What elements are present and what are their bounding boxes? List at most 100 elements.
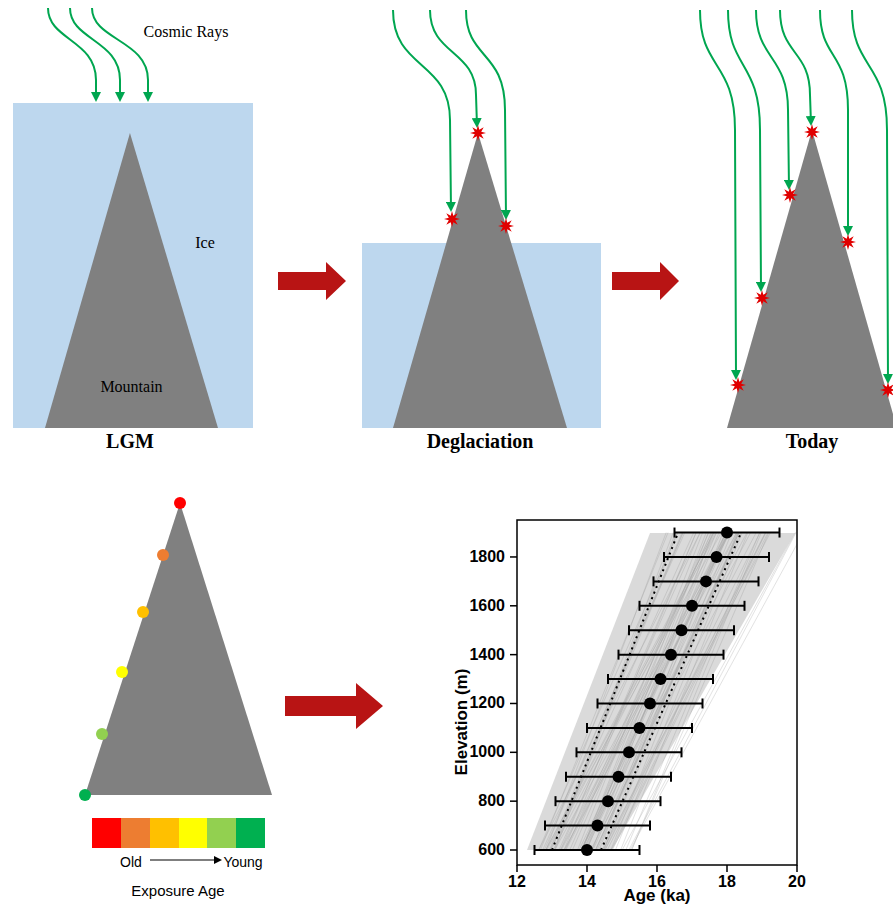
error-cap xyxy=(597,698,599,708)
ensemble-line xyxy=(550,533,713,850)
error-cap xyxy=(586,723,588,733)
ensemble-line xyxy=(599,533,723,850)
error-cap xyxy=(639,845,641,855)
ensemble-line xyxy=(581,533,728,850)
star xyxy=(730,377,746,393)
cosmic-ray-arrows xyxy=(700,10,888,382)
label: 12 xyxy=(508,873,526,891)
error-cap xyxy=(681,747,683,757)
ensemble-line xyxy=(603,533,771,850)
y-tick xyxy=(510,800,517,802)
error-cap xyxy=(768,552,770,562)
label: 1200 xyxy=(469,694,505,712)
mountain xyxy=(393,133,567,428)
chart-ensemble xyxy=(527,527,797,856)
error-cap xyxy=(639,601,641,611)
ensemble-line xyxy=(543,533,685,850)
ensemble-line xyxy=(582,533,714,850)
mountain xyxy=(727,130,893,428)
ensemble-line xyxy=(583,533,751,850)
label: Today xyxy=(786,430,839,453)
label: 18 xyxy=(718,873,736,891)
error-cap xyxy=(674,528,676,538)
data-point xyxy=(581,844,593,856)
ensemble-line xyxy=(565,533,711,850)
axis-ticks xyxy=(510,557,797,872)
label: 600 xyxy=(478,841,505,859)
ensemble-line xyxy=(607,533,765,850)
ensemble-line xyxy=(586,533,736,850)
y-tick xyxy=(510,654,517,656)
error-cap xyxy=(663,552,665,562)
label: LGM xyxy=(106,430,154,453)
x-tick xyxy=(796,865,798,872)
error-cap xyxy=(744,601,746,611)
error-cap xyxy=(653,576,655,586)
error-cap xyxy=(649,821,651,831)
x-tick xyxy=(516,865,518,872)
cosmic-ray-arrows xyxy=(393,10,506,218)
data-point xyxy=(665,649,677,661)
ensemble-line xyxy=(595,533,739,850)
ensemble-line xyxy=(546,533,717,850)
ensemble-line xyxy=(555,533,676,850)
ensemble-line xyxy=(611,533,766,850)
star xyxy=(840,234,856,250)
ensemble-line xyxy=(564,533,737,850)
error-cap xyxy=(534,845,536,855)
data-point xyxy=(634,722,646,734)
star xyxy=(444,211,460,227)
ensemble-line xyxy=(621,533,748,850)
ensemble-line xyxy=(591,533,757,850)
star xyxy=(880,382,893,398)
label: 14 xyxy=(578,873,596,891)
error-cap xyxy=(607,674,609,684)
ensemble-line xyxy=(566,533,729,850)
label: Old xyxy=(120,854,142,870)
node-text: Ice xyxy=(195,234,215,252)
ensemble-line xyxy=(578,533,703,850)
ensemble-line xyxy=(592,533,730,850)
star xyxy=(498,218,514,234)
color-bar xyxy=(92,818,265,848)
data-point xyxy=(655,673,667,685)
ensemble-line xyxy=(593,533,739,850)
error-cap xyxy=(618,650,620,660)
data-point xyxy=(686,600,698,612)
ensemble-line xyxy=(630,533,797,850)
y-tick xyxy=(510,605,517,607)
label: 20 xyxy=(788,873,806,891)
ensemble-line xyxy=(544,533,683,850)
star xyxy=(754,290,770,306)
label: 800 xyxy=(478,792,505,810)
ensemble-line xyxy=(586,533,708,850)
label: 16 xyxy=(648,873,666,891)
ensemble-line xyxy=(547,533,721,850)
data-point xyxy=(700,575,712,587)
ensemble-line xyxy=(629,533,796,850)
ensemble-line xyxy=(605,533,765,850)
ensemble-line xyxy=(555,533,677,850)
ensemble-line xyxy=(587,533,719,850)
error-cap xyxy=(555,796,557,806)
data-point xyxy=(711,551,723,563)
ensemble-line xyxy=(561,533,727,850)
error-cap xyxy=(723,650,725,660)
label: Deglaciation xyxy=(427,430,534,453)
label: Elevation (m) xyxy=(452,669,472,776)
chart-frame xyxy=(517,520,797,865)
label: 1600 xyxy=(469,597,505,615)
ensemble-line xyxy=(555,533,729,850)
data-point xyxy=(623,746,635,758)
old-young-arrow xyxy=(150,856,222,864)
ensemble-line xyxy=(632,533,769,850)
ensemble-line xyxy=(592,533,712,850)
data-point xyxy=(644,697,656,709)
ensemble-line xyxy=(596,533,741,850)
ensemble-line xyxy=(626,533,760,850)
error-cap xyxy=(702,698,704,708)
y-tick xyxy=(510,752,517,754)
star xyxy=(782,187,798,203)
error-cap xyxy=(565,772,567,782)
ice-block: IceMountain xyxy=(13,103,253,428)
